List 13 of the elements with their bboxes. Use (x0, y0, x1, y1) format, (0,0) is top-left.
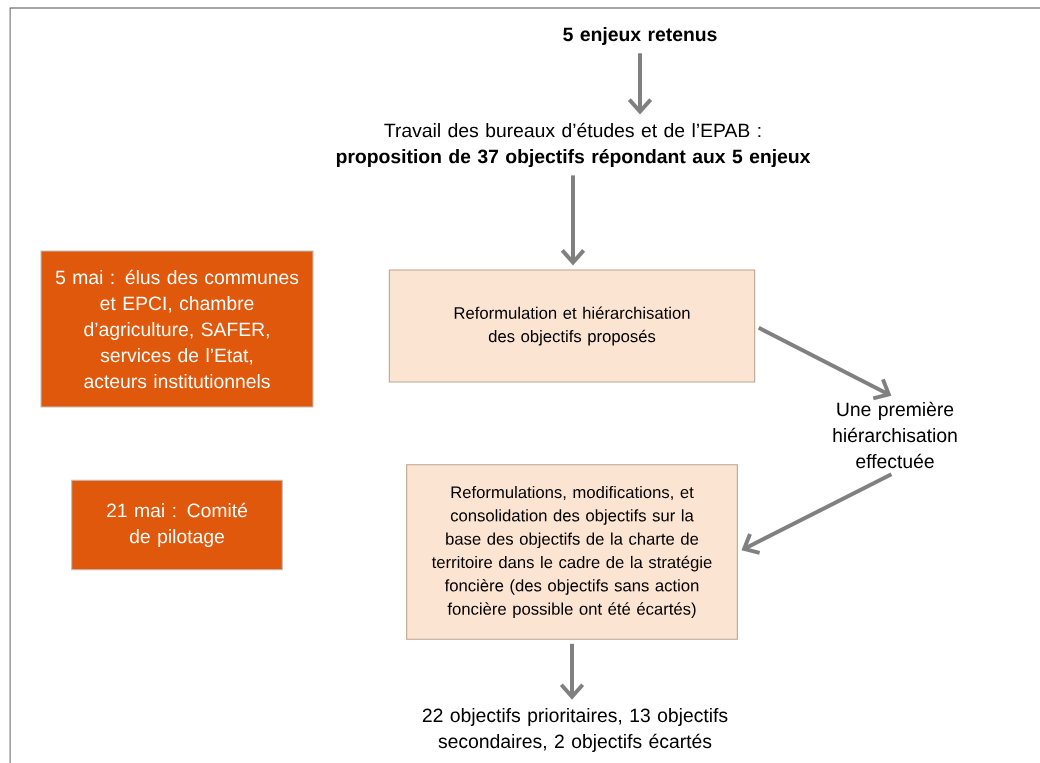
arrow (757, 326, 892, 401)
meeting-box: 21 mai : Comité de pilotage (71, 479, 283, 571)
arrow (627, 53, 653, 115)
process-box: Reformulations, modifications, et consolidation des objectifs sur la base des objectifs de la charte de territoire dans le cadre de la stratégie foncière (des objectifs sans action foncière possible ont été écartés) (406, 464, 738, 640)
process-box: Reformulation et hiérarchisation des objectifs proposés (388, 269, 756, 383)
arrow (741, 472, 893, 555)
text-label: Travail des bureaux d’études et de l’EPAB : proposition de 37 objectifs répondant aux 5 enjeux (336, 122, 811, 168)
arrow (559, 643, 585, 700)
text-label: Une première hiérarchisation effectuée (833, 401, 957, 469)
meeting-box: 5 mai : élus des communes et EPCI, chambre d’agriculture, SAFER, services de l’Etat, acteurs institutionnels (40, 250, 314, 408)
arrow (560, 175, 586, 266)
text-label: 5 enjeux retenus (563, 27, 717, 45)
text-label: 22 objectifs prioritaires, 13 objectifs secondaires, 2 objectifs écartés (422, 708, 728, 752)
